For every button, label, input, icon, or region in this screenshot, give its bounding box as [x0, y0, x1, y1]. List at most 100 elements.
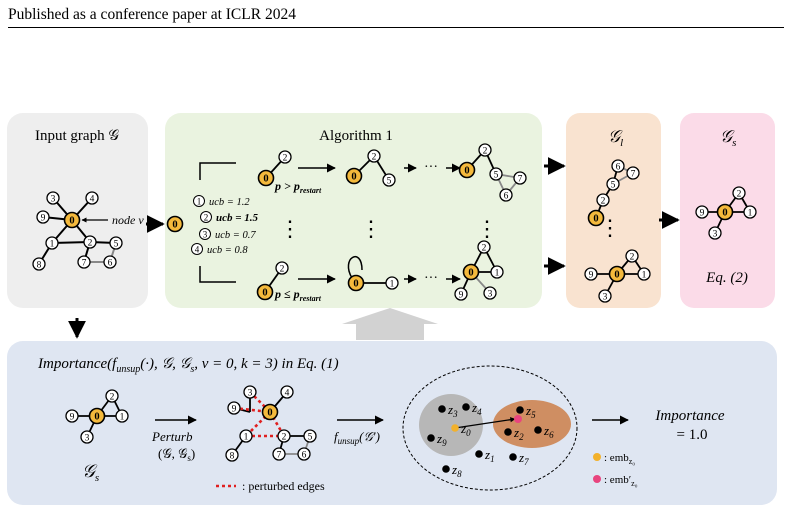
svg-text:0: 0 — [464, 166, 469, 177]
ucb-list: 1 ucb = 1.2 2 ucb = 1.5 3 ucb = 0.7 4 uc… — [191, 195, 259, 256]
cond-top: p > prestart — [274, 179, 322, 195]
input-node-4: 4 — [85, 191, 99, 205]
input-node-8: 8 — [32, 257, 46, 271]
svg-text:9: 9 — [41, 214, 46, 224]
svg-text:6: 6 — [302, 451, 307, 461]
svg-text:8: 8 — [230, 452, 235, 462]
gl-panel-title: 𝒢l — [608, 127, 623, 149]
input-node-1: 1 — [45, 236, 59, 250]
svg-text:2: 2 — [482, 244, 487, 254]
svg-text:3: 3 — [488, 290, 493, 300]
svg-text:5: 5 — [387, 177, 392, 187]
svg-text:1: 1 — [244, 433, 249, 443]
perturb-args: (𝒢, 𝒢s) — [158, 446, 195, 463]
svg-text:0: 0 — [262, 288, 267, 299]
svg-text:2: 2 — [110, 393, 115, 403]
svg-text:8: 8 — [37, 261, 42, 271]
svg-text:3: 3 — [51, 195, 56, 205]
svg-text:1: 1 — [120, 413, 125, 423]
ucb-item-3: 3 ucb = 0.7 — [199, 228, 256, 241]
svg-text:1: 1 — [495, 269, 500, 279]
svg-text:z3: z3 — [447, 402, 458, 419]
input-node-7: 7 — [77, 255, 91, 269]
svg-text:z6: z6 — [543, 423, 554, 440]
svg-text:1: 1 — [642, 271, 647, 281]
emb-legend-dot — [593, 453, 601, 461]
svg-text:7: 7 — [518, 175, 523, 185]
embedding-z0: z0 — [451, 421, 471, 438]
gl-node-6: 6 — [611, 159, 625, 173]
input-node-2: 2 — [83, 235, 97, 249]
alg-node-5: 5 — [489, 167, 503, 181]
svg-text:2: 2 — [88, 239, 93, 249]
embedding-z8: z8 — [442, 462, 462, 479]
svg-text:0: 0 — [94, 412, 99, 423]
alg-node-0: 0 — [347, 274, 365, 292]
svg-text:1: 1 — [197, 197, 202, 207]
svg-text:2: 2 — [372, 153, 377, 163]
alg-node-0: 0 — [166, 215, 184, 233]
flow-arrows — [68, 157, 680, 339]
svg-text:6: 6 — [616, 163, 621, 173]
bottom-gs-label: 𝒢s — [82, 461, 99, 484]
svg-text:0: 0 — [593, 214, 598, 225]
embedding-space — [402, 365, 578, 491]
embedding-z1: z1 — [475, 447, 495, 464]
svg-text:6: 6 — [504, 192, 509, 202]
svg-text:9: 9 — [459, 291, 464, 301]
alg-node-6: 6 — [499, 188, 513, 202]
svg-text:z2: z2 — [513, 425, 524, 442]
svg-text:0: 0 — [722, 208, 727, 219]
gs-panel-title: 𝒢s — [720, 127, 736, 149]
svg-text:5: 5 — [114, 240, 119, 250]
embedding-z2: z2 — [504, 425, 524, 442]
svg-text:z5: z5 — [525, 403, 536, 420]
algorithm-panel — [165, 113, 542, 308]
algorithm-panel-title: Algorithm 1 — [319, 128, 393, 144]
svg-text:7: 7 — [82, 259, 87, 269]
gl-node-9: 9 — [584, 267, 598, 281]
alg-node-0: 0 — [458, 161, 476, 179]
svg-text:3: 3 — [85, 434, 90, 444]
gl-node-5: 5 — [606, 177, 620, 191]
svg-text:z1: z1 — [484, 447, 495, 464]
importance-heading: Importance(funsup(·), 𝒢, 𝒢s, v = 0, k = … — [37, 356, 339, 375]
gs-node-0: 0 — [716, 203, 734, 221]
input-node-6: 6 — [103, 255, 117, 269]
alg-node-9: 9 — [454, 287, 468, 301]
svg-text:0: 0 — [353, 279, 358, 290]
ellipsis-bottom: ··· — [424, 271, 438, 286]
emb-prime-legend-label: : emb′z₀ — [604, 474, 638, 488]
emb-legend-label: : embz₀ — [604, 452, 635, 466]
result-label: Importance — [654, 408, 724, 424]
svg-text:2: 2 — [630, 253, 635, 263]
input-node-5: 5 — [109, 236, 123, 250]
svg-text:0: 0 — [351, 172, 356, 183]
embedding-z9: z9 — [427, 431, 447, 448]
svg-text:9: 9 — [232, 405, 237, 415]
gl-node-7: 7 — [626, 166, 640, 180]
embedding-z0-prime — [514, 415, 522, 423]
gl-node-0: 0 — [608, 265, 626, 283]
gs-node-2: 2 — [732, 186, 746, 200]
svg-text:0: 0 — [263, 174, 268, 185]
svg-text:4: 4 — [285, 389, 290, 399]
svg-text:5: 5 — [494, 171, 499, 181]
svg-text:1: 1 — [50, 240, 55, 250]
embedding-z6: z6 — [534, 423, 554, 440]
svg-text:6: 6 — [108, 259, 113, 269]
embedding-z3: z3 — [438, 402, 458, 419]
cond-bottom: p ≤ prestart — [274, 287, 322, 303]
svg-text:5: 5 — [611, 181, 616, 191]
gl-node-2: 2 — [625, 249, 639, 263]
svg-text:3: 3 — [248, 389, 253, 399]
pert-node-6: 6 — [297, 447, 311, 461]
pert-node-2: 2 — [277, 429, 291, 443]
svg-text:2: 2 — [204, 213, 209, 223]
input-node-3: 3 — [46, 191, 60, 205]
alg-node-2: 2 — [477, 240, 491, 254]
bottom-panel — [7, 341, 777, 505]
vdots-1: ⋮ — [279, 216, 301, 241]
